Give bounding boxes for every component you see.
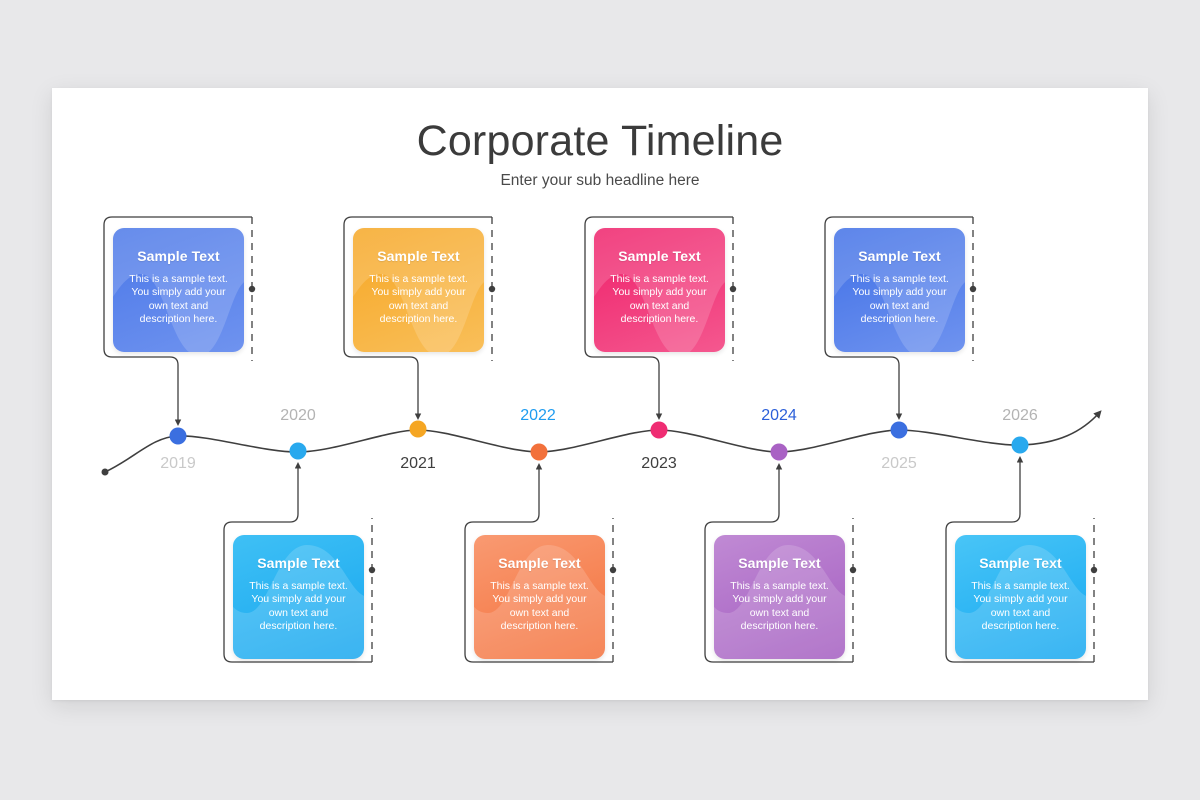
card-title: Sample Text	[377, 248, 460, 264]
card-wave-decoration	[594, 228, 725, 352]
card-body: This is a sample text. You simply add yo…	[369, 273, 468, 326]
card-wave-decoration	[834, 228, 965, 352]
card-title: Sample Text	[257, 555, 340, 571]
card-body: This is a sample text. You simply add yo…	[249, 580, 348, 633]
page-subtitle: Enter your sub headline here	[500, 172, 700, 189]
card-wave-decoration	[474, 545, 605, 659]
timeline-axis	[101, 410, 1102, 476]
card-title: Sample Text	[979, 555, 1062, 571]
card-title: Sample Text	[738, 555, 821, 571]
year-label-2023: 2023	[641, 455, 677, 472]
card-title: Sample Text	[137, 248, 220, 264]
card-wave-decoration	[353, 228, 484, 352]
frame-outlines-bottom	[223, 456, 1095, 663]
year-label-2024: 2024	[761, 407, 797, 424]
timeline-dot-6[interactable]	[770, 443, 788, 461]
year-label-2025: 2025	[881, 455, 917, 472]
timeline-dot-2[interactable]	[289, 442, 307, 460]
card-title: Sample Text	[858, 248, 941, 264]
card-title: Sample Text	[618, 248, 701, 264]
year-label-2022: 2022	[520, 407, 556, 424]
year-label-2021: 2021	[400, 455, 436, 472]
timeline-dot-8[interactable]	[1011, 436, 1029, 454]
page-title: Corporate Timeline	[416, 117, 784, 165]
card-body: This is a sample text. You simply add yo…	[850, 273, 949, 326]
card-wave-decoration	[233, 545, 364, 659]
card-body: This is a sample text. You simply add yo…	[730, 580, 829, 633]
timeline-dot-4[interactable]	[530, 443, 548, 461]
frame-anchor-dots	[248, 285, 1098, 574]
card-title: Sample Text	[498, 555, 581, 571]
card-wave-decoration	[955, 545, 1086, 659]
timeline-dot-7[interactable]	[890, 421, 908, 439]
card-wave-decoration	[113, 228, 244, 352]
card-body: This is a sample text. You simply add yo…	[490, 580, 589, 633]
card-wave-decoration	[714, 545, 845, 659]
year-label-2019: 2019	[160, 455, 196, 472]
timeline-dot-3[interactable]	[409, 420, 427, 438]
card-body: This is a sample text. You simply add yo…	[971, 580, 1070, 633]
timeline-dot-1[interactable]	[169, 427, 187, 445]
year-label-2026: 2026	[1002, 407, 1038, 424]
timeline-dot-5[interactable]	[650, 421, 668, 439]
card-body: This is a sample text. You simply add yo…	[129, 273, 228, 326]
year-label-2020: 2020	[280, 407, 316, 424]
card-body: This is a sample text. You simply add yo…	[610, 273, 709, 326]
